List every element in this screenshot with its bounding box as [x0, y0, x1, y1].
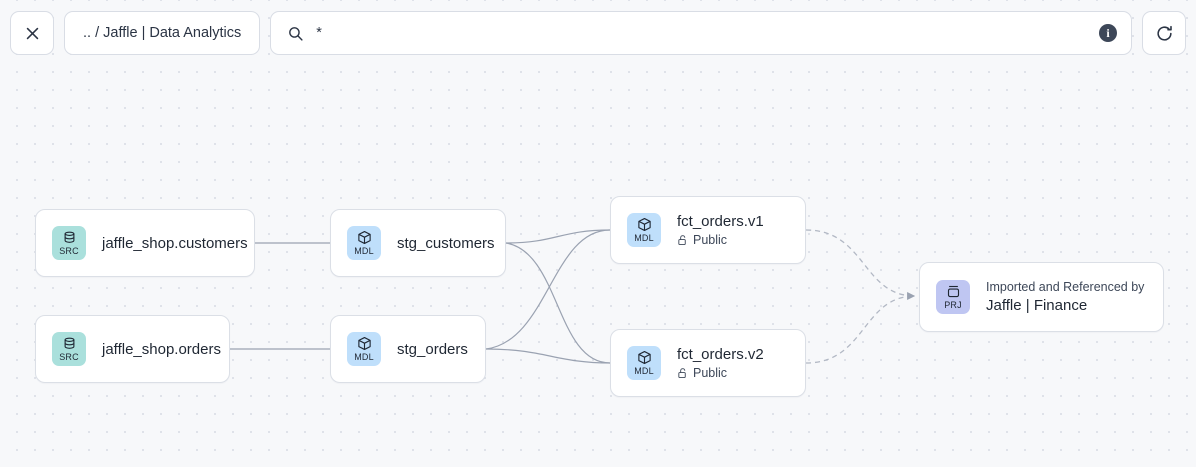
node-visibility: Public: [677, 366, 764, 380]
unlock-icon: [677, 367, 688, 379]
edge-stg-customers-to-fct-v1: [505, 229, 611, 244]
node-title: Jaffle | Finance: [986, 297, 1088, 314]
database-icon: [62, 336, 77, 351]
node-title: jaffle_shop.customers: [102, 234, 248, 252]
close-button[interactable]: [10, 11, 54, 55]
mdl-badge-label: MDL: [354, 352, 374, 362]
mdl-badge-label: MDL: [634, 233, 654, 243]
toolbar: .. / Jaffle | Data Analytics i: [10, 11, 1186, 55]
node-body: stg_customers: [397, 234, 495, 252]
node-body: jaffle_shop.customers: [102, 234, 248, 252]
mdl-badge-label: MDL: [634, 366, 654, 376]
node-body: stg_orders: [397, 341, 468, 358]
src-badge: SRC: [52, 226, 86, 260]
mdl-badge: MDL: [347, 226, 381, 260]
node-caption: Imported and Referenced by: [986, 280, 1145, 294]
node-title: fct_orders.v2: [677, 346, 764, 363]
node-body: fct_orders.v1 Public: [677, 213, 764, 247]
node-jaffle-finance-project[interactable]: PRJ Imported and Referenced by Jaffle | …: [919, 262, 1164, 332]
node-visibility-label: Public: [693, 233, 728, 247]
node-fct-orders-v1[interactable]: MDL fct_orders.v1 Public: [610, 196, 806, 264]
node-jaffle-shop-customers[interactable]: SRC jaffle_shop.customers: [35, 209, 255, 277]
search-input[interactable]: [316, 25, 1087, 41]
node-fct-orders-v2[interactable]: MDL fct_orders.v2 Public: [610, 329, 806, 397]
refresh-icon: [1155, 24, 1174, 43]
edge-fct-v1-to-project: [805, 229, 916, 300]
prj-badge: PRJ: [936, 280, 970, 314]
src-badge-label: SRC: [59, 246, 79, 256]
unlock-icon: [677, 234, 688, 246]
src-badge: SRC: [52, 332, 86, 366]
src-badge-label: SRC: [59, 352, 79, 362]
mdl-badge: MDL: [627, 346, 661, 380]
breadcrumb[interactable]: .. / Jaffle | Data Analytics: [64, 11, 261, 55]
node-body: fct_orders.v2 Public: [677, 346, 764, 380]
search-bar[interactable]: i: [270, 11, 1132, 55]
node-visibility: Public: [677, 233, 764, 247]
node-stg-customers[interactable]: MDL stg_customers: [330, 209, 506, 277]
edge-stg-orders-to-fct-v1: [485, 229, 611, 350]
node-title: stg_orders: [397, 340, 468, 358]
prj-badge-label: PRJ: [944, 300, 962, 310]
search-icon: [287, 25, 304, 42]
mdl-badge-label: MDL: [354, 246, 374, 256]
node-body: Imported and Referenced by Jaffle | Fina…: [986, 280, 1144, 314]
cube-icon: [357, 336, 372, 351]
node-body: jaffle_shop.orders: [102, 340, 221, 358]
cube-icon: [637, 350, 652, 365]
node-title: fct_orders.v1: [677, 213, 764, 230]
node-visibility-label: Public: [693, 366, 728, 380]
mdl-badge: MDL: [627, 213, 661, 247]
refresh-button[interactable]: [1142, 11, 1186, 55]
package-icon: [946, 284, 961, 299]
edge-stg-customers-to-fct-v2: [505, 242, 611, 364]
node-jaffle-shop-orders[interactable]: SRC jaffle_shop.orders: [35, 315, 230, 383]
mdl-badge: MDL: [347, 332, 381, 366]
node-title: stg_customers: [397, 234, 495, 252]
database-icon: [62, 230, 77, 245]
close-icon: [24, 25, 41, 42]
cube-icon: [357, 230, 372, 245]
edge-fct-v2-to-project: [805, 292, 916, 364]
info-icon[interactable]: i: [1099, 24, 1117, 42]
cube-icon: [637, 217, 652, 232]
breadcrumb-label: .. / Jaffle | Data Analytics: [83, 25, 242, 41]
node-title: jaffle_shop.orders: [102, 340, 221, 358]
node-stg-orders[interactable]: MDL stg_orders: [330, 315, 486, 383]
edge-stg-orders-to-fct-v2: [485, 348, 611, 364]
